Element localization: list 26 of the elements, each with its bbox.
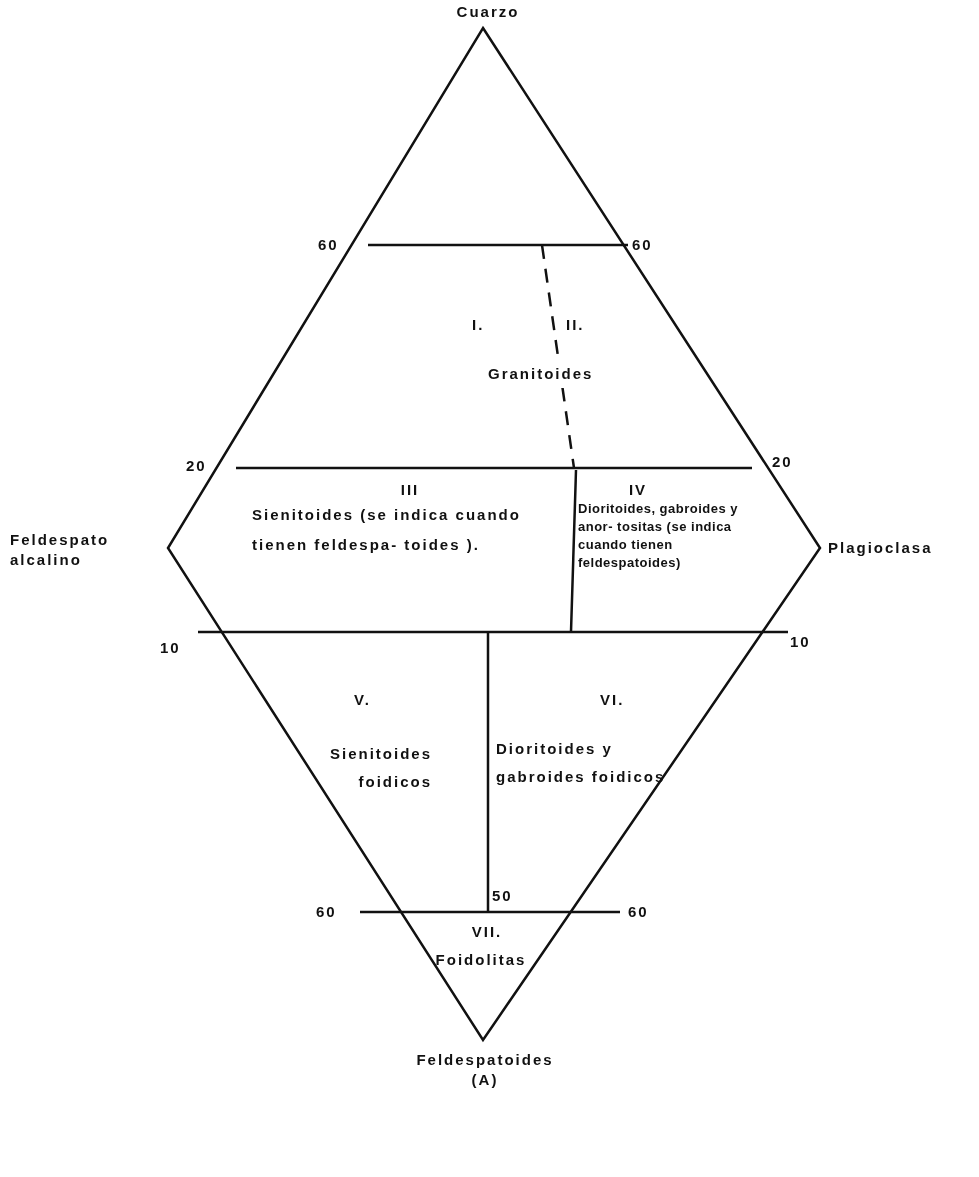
field-number: II.: [566, 315, 586, 335]
apex-label: Plagioclasa: [828, 538, 934, 558]
field-number: I.: [472, 315, 486, 335]
field-number: IV: [627, 480, 649, 500]
apex-label: Cuarzo: [455, 2, 521, 22]
tick-label: 60: [316, 902, 338, 922]
tick-label: 50: [492, 886, 514, 906]
apex-label: Feldespato alcalino: [10, 530, 111, 570]
apex-label: Feldespatoides (A): [415, 1050, 555, 1090]
field-name: Granitoides: [488, 360, 594, 388]
tick-label: 60: [318, 235, 340, 255]
field-name: Foidolitas: [434, 950, 528, 970]
field-name: Dioritoides, gabroides y anor- tositas (se indica cuando tienen feldespatoides): [578, 500, 740, 572]
tick-label: 60: [632, 235, 654, 255]
field-number: III: [399, 480, 421, 500]
tick-label: 20: [772, 452, 794, 472]
tick-label: 10: [160, 638, 182, 658]
field-number: V.: [354, 690, 372, 710]
field-number: VI.: [600, 690, 626, 710]
field-name: Dioritoides y gabroides foidicos: [496, 739, 666, 787]
field-number: VII.: [470, 922, 504, 942]
field-name: Sienitoides foidicos: [328, 744, 432, 792]
field-name: Sienitoides (se indica cuando tienen feldespa- toides ).: [252, 505, 522, 555]
tick-label: 10: [790, 632, 812, 652]
tick-label: 20: [186, 456, 208, 476]
tick-label: 60: [628, 902, 650, 922]
